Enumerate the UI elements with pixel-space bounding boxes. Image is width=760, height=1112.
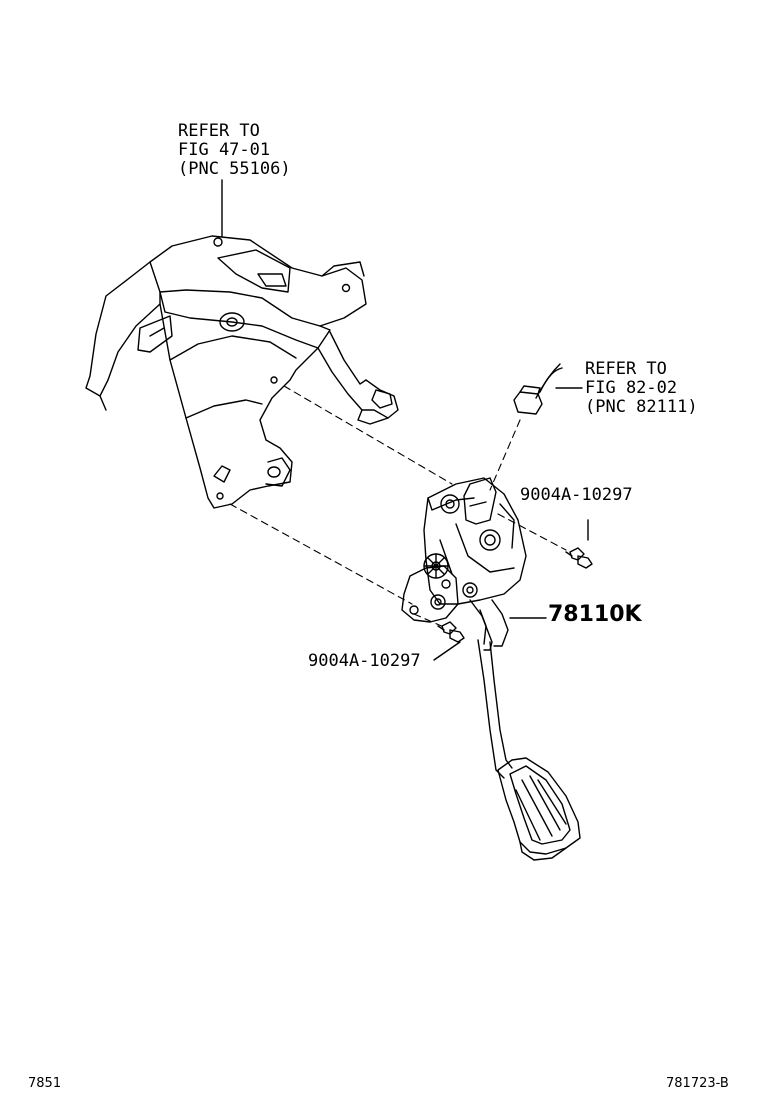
pedal-support-bracket	[85, 179, 399, 509]
bolt-left	[433, 621, 465, 661]
refer-bracket-line1: REFER TO	[178, 121, 260, 141]
part-number-bolt-right: 9004A-10297	[520, 485, 633, 505]
refer-bracket-line2: FIG 47-01	[178, 140, 271, 160]
refer-bracket-label: REFER TO FIG 47-01 (PNC 55106)	[178, 122, 291, 179]
alignment-lines	[229, 385, 567, 629]
refer-sensor-line1: REFER TO	[585, 359, 667, 379]
part-number-bolt-left: 9004A-10297	[308, 651, 421, 671]
part-number-pedal-assembly: 78110K	[548, 602, 642, 627]
figure-id: 781723-B	[666, 1076, 729, 1091]
bolt-right	[565, 519, 593, 569]
sensor-connector	[513, 363, 583, 415]
accelerator-pedal-assembly	[401, 477, 581, 861]
refer-sensor-line2: FIG 82-02	[585, 378, 678, 398]
page-code: 7851	[28, 1076, 62, 1091]
refer-sensor-line3: (PNC 82111)	[585, 397, 698, 417]
refer-sensor-label: REFER TO FIG 82-02 (PNC 82111)	[585, 360, 698, 417]
refer-bracket-line3: (PNC 55106)	[178, 159, 291, 179]
